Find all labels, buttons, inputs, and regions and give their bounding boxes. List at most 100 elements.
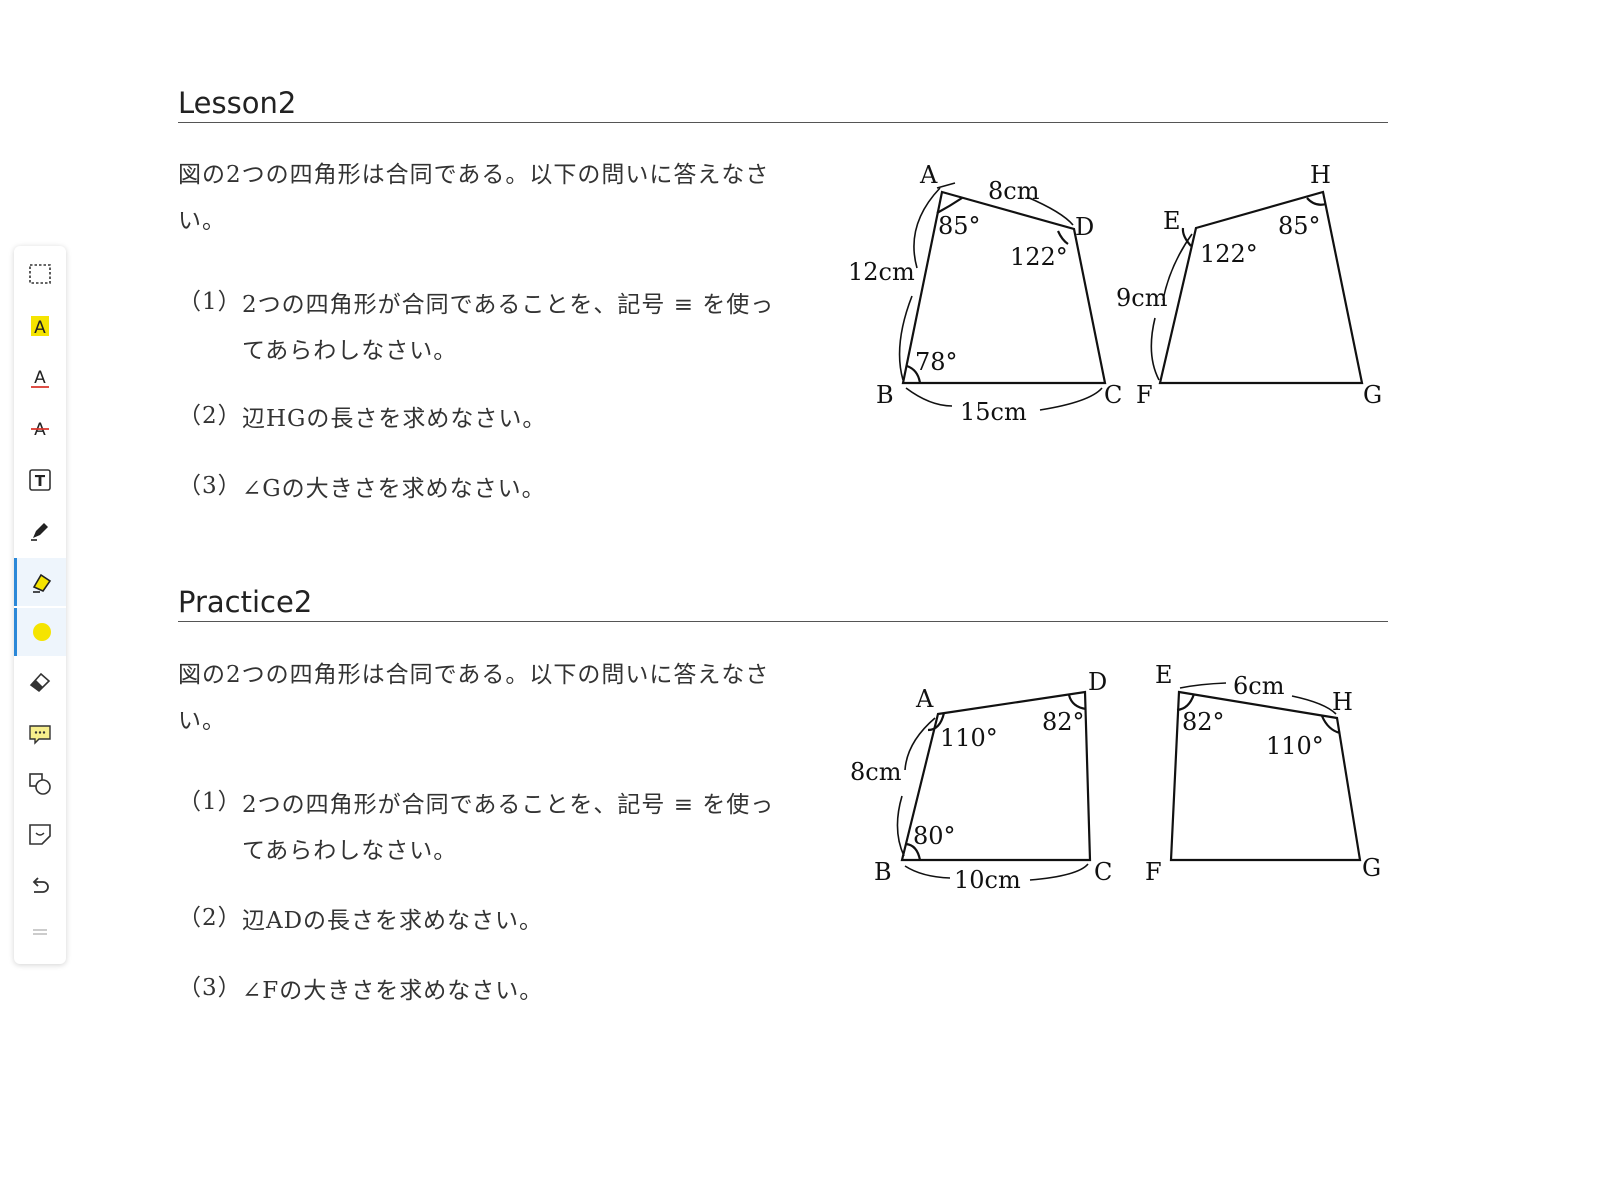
quadrilateral-efgh xyxy=(1158,190,1364,385)
angle-arc-e xyxy=(1181,227,1192,247)
angle-label-h: 110° xyxy=(1266,732,1324,760)
yellow-dot-icon xyxy=(32,623,51,641)
question-number: （1） xyxy=(178,789,242,815)
angle-label-e: 82° xyxy=(1182,708,1225,736)
angle-arc-d xyxy=(1056,230,1069,245)
question-number: （2） xyxy=(178,905,242,931)
vertex-label-g: G xyxy=(1363,381,1382,409)
side-mark-ab xyxy=(896,717,936,857)
vertex-label-a: A xyxy=(919,161,938,189)
side-label-eh: 6cm xyxy=(1233,672,1285,700)
angle-arc-e xyxy=(1176,693,1196,712)
side-mark-bc xyxy=(905,387,1103,411)
svg-text:T: T xyxy=(35,472,46,490)
sticker-tool[interactable] xyxy=(14,810,66,858)
quadrilateral-abcd xyxy=(900,690,1092,862)
vertex-label-b: B xyxy=(876,381,894,409)
side-mark-bc xyxy=(904,863,1089,881)
vertex-label-f: F xyxy=(1145,858,1162,886)
highlighter-tool[interactable] xyxy=(14,558,66,606)
text-box-icon: T xyxy=(29,469,51,491)
question-text: てあらわしなさい。 xyxy=(242,838,458,864)
angle-label-d: 122° xyxy=(1010,243,1068,271)
select-rect-tool[interactable] xyxy=(14,250,66,298)
text-box-tool[interactable]: T xyxy=(14,456,66,504)
side-label-ab: 12cm xyxy=(848,258,915,286)
pen-tool[interactable] xyxy=(14,506,66,554)
vertex-label-h: H xyxy=(1332,688,1353,716)
angle-label-e: 122° xyxy=(1200,240,1258,268)
undo-tool[interactable] xyxy=(14,862,66,910)
vertex-label-a: A xyxy=(915,685,934,713)
vertex-label-c: C xyxy=(1094,858,1112,886)
angle-arc-h xyxy=(1320,715,1341,735)
practice-title: Practice2 xyxy=(178,585,1388,622)
side-mark-eh xyxy=(1179,682,1337,715)
angle-label-d: 82° xyxy=(1042,708,1085,736)
drag-handle-icon xyxy=(33,929,47,935)
angle-label-b: 80° xyxy=(913,822,956,850)
dashed-rectangle-icon xyxy=(29,264,51,284)
vertex-label-f: F xyxy=(1136,381,1153,409)
vertex-label-d: D xyxy=(1088,668,1107,696)
side-label-ef: 9cm xyxy=(1116,284,1168,312)
pen-icon xyxy=(31,523,48,541)
practice-intro-line: 図の2つの四角形は合同である。以下の問いに答えなさ xyxy=(178,662,770,688)
question-number: （2） xyxy=(178,403,242,429)
side-mark-ad xyxy=(936,182,1074,226)
vertex-label-g: G xyxy=(1362,854,1381,882)
quadrilateral-abcd xyxy=(901,190,1107,385)
angle-arc-h xyxy=(1306,197,1327,206)
underline-text-tool[interactable]: A xyxy=(14,354,66,402)
question-text: 2つの四角形が合同であることを、記号 ≡ を使っ xyxy=(242,292,775,318)
practice-intro-line: い。 xyxy=(178,708,226,734)
angle-arc-b xyxy=(905,842,922,861)
eraser-tool[interactable] xyxy=(14,658,66,706)
comment-tool[interactable] xyxy=(14,710,66,758)
shapes-tool[interactable] xyxy=(14,760,66,808)
practice-intro: 図の2つの四角形は合同である。以下の問いに答えなさ い。 xyxy=(178,652,818,744)
comment-icon xyxy=(29,725,51,745)
question-text: ∠Fの大きさを求めなさい。 xyxy=(242,978,544,1004)
strikethrough-text-tool[interactable]: A xyxy=(14,404,66,452)
sticker-icon xyxy=(29,824,51,845)
strikethrough-a-icon: A xyxy=(31,420,49,440)
eraser-icon xyxy=(29,672,51,693)
vertex-label-b: B xyxy=(874,858,892,886)
question-text: ∠Gの大きさを求めなさい。 xyxy=(242,476,546,502)
angle-arc-a xyxy=(927,712,946,732)
side-label-bc: 15cm xyxy=(960,398,1027,426)
question-text: 辺HGの長さを求めなさい。 xyxy=(242,406,547,432)
angle-label-a: 110° xyxy=(940,724,998,752)
question-number: （3） xyxy=(178,975,242,1001)
side-label-bc: 10cm xyxy=(954,866,1021,894)
highlight-text-tool[interactable]: A xyxy=(14,302,66,350)
question-text: てあらわしなさい。 xyxy=(242,338,458,364)
vertex-label-e: E xyxy=(1163,207,1181,235)
question-number: （3） xyxy=(178,473,242,499)
angle-arc-a xyxy=(936,197,963,214)
toolbar-drag-handle[interactable] xyxy=(14,912,66,952)
vertex-label-c: C xyxy=(1104,381,1122,409)
lesson-title: Lesson2 xyxy=(178,86,1388,123)
lesson-intro: 図の2つの四角形は合同である。以下の問いに答えなさ い。 xyxy=(178,152,818,244)
vertex-label-e: E xyxy=(1155,661,1173,689)
angle-label-h: 85° xyxy=(1278,212,1321,240)
shapes-icon xyxy=(29,773,51,795)
color-picker-tool[interactable] xyxy=(14,608,66,656)
question-number: （1） xyxy=(178,289,242,315)
svg-text:A: A xyxy=(34,420,46,440)
svg-text:A: A xyxy=(34,368,46,388)
angle-arc-b xyxy=(906,364,922,384)
vertex-label-d: D xyxy=(1075,213,1094,241)
svg-text:A: A xyxy=(34,318,46,338)
angle-label-a: 85° xyxy=(938,212,981,240)
underline-a-icon: A xyxy=(31,368,49,388)
lesson-intro-line: 図の2つの四角形は合同である。以下の問いに答えなさ xyxy=(178,162,770,188)
highlight-a-icon: A xyxy=(31,316,49,338)
angle-arc-d xyxy=(1067,694,1087,711)
side-label-ab: 8cm xyxy=(850,758,902,786)
side-mark-ab xyxy=(898,187,941,381)
